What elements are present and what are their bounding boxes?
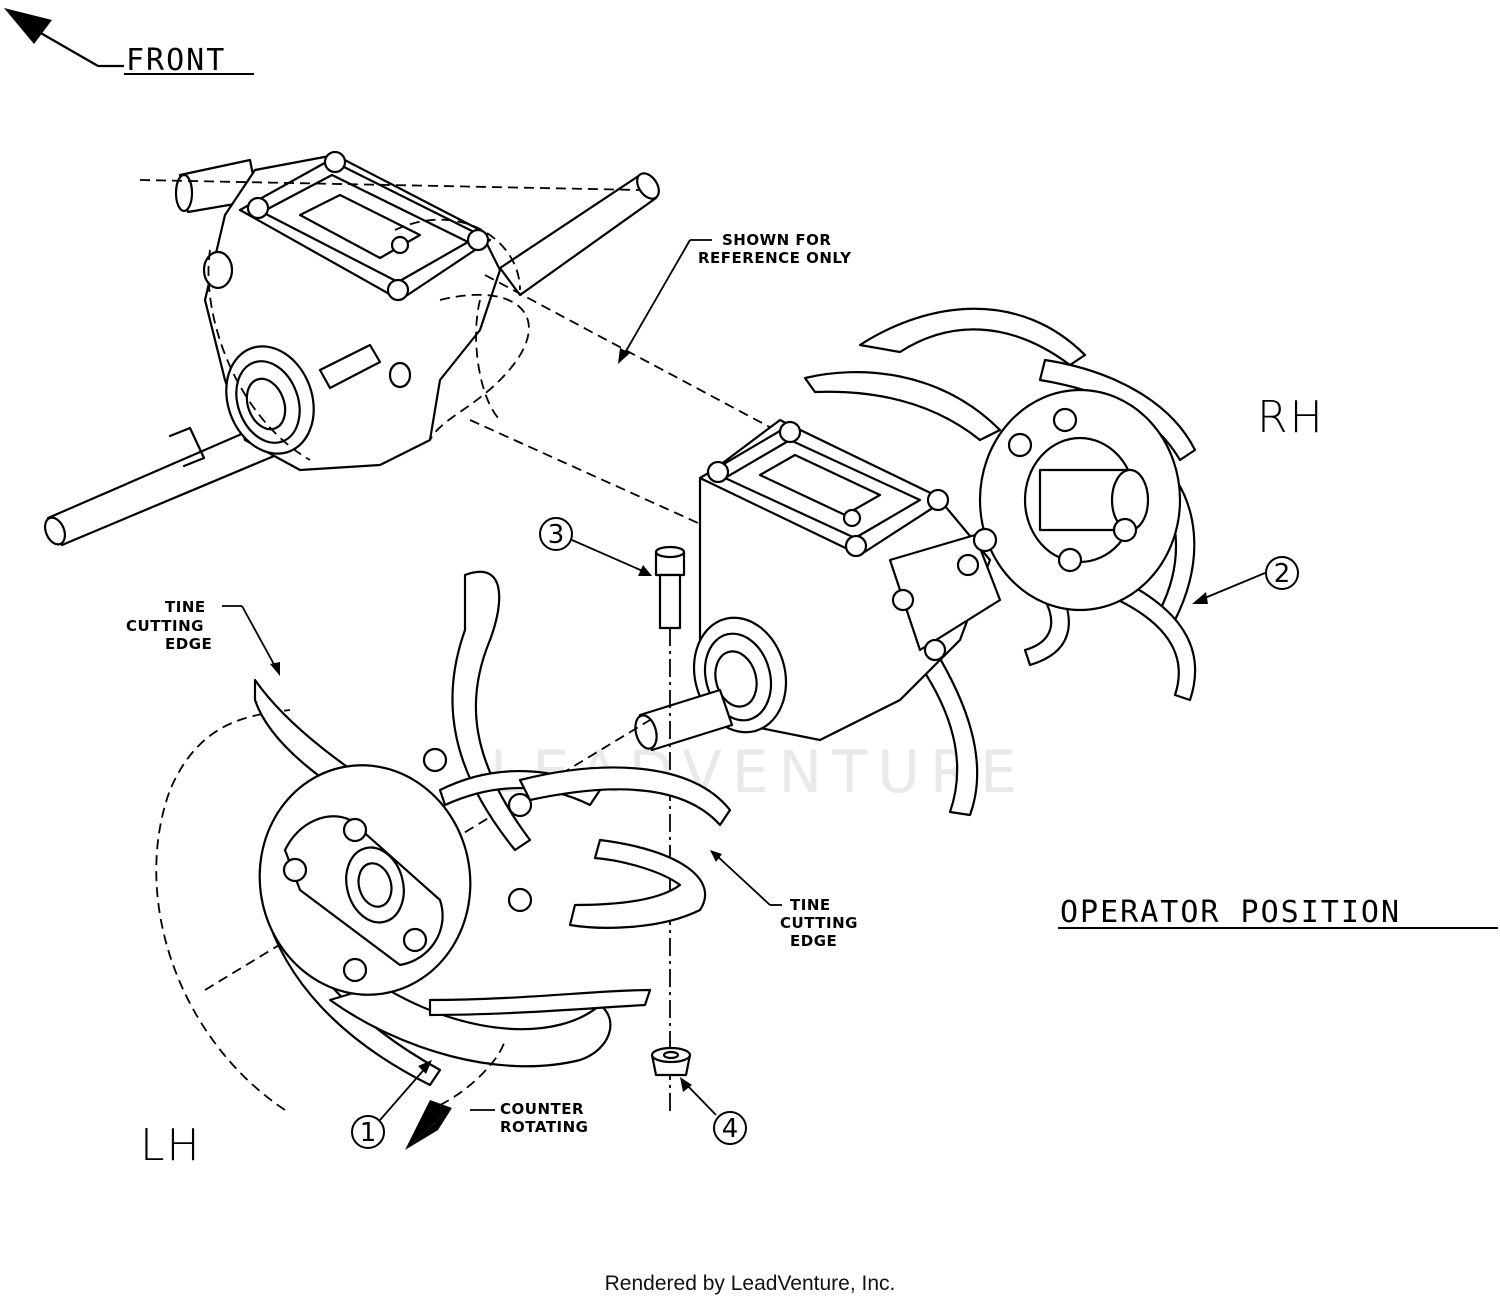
lh-label: LH (140, 1120, 202, 1171)
front-label: FRONT (126, 43, 226, 78)
reference-note-line1: SHOWN FOR (722, 231, 831, 249)
callout-2: 2 (1274, 559, 1291, 589)
tine-edge-left-line2: CUTTING (126, 617, 204, 635)
tine-edge-right-leader (710, 850, 782, 906)
callout-1: 1 (360, 1118, 377, 1148)
counter-rotating-line1: COUNTER (500, 1100, 584, 1118)
counter-rotating-line2: ROTATING (500, 1118, 589, 1136)
tine-edge-right-line3: EDGE (790, 932, 837, 950)
tine-edge-right-line2: CUTTING (780, 914, 858, 932)
operator-position-label: OPERATOR POSITION (1060, 895, 1401, 930)
nut-part-4 (650, 1046, 692, 1077)
tine-edge-left-line1: TINE (165, 598, 206, 616)
callout-1-leader (351, 1060, 432, 1149)
callout-4: 4 (722, 1114, 739, 1144)
reference-note-leader (618, 239, 712, 364)
callout-3: 3 (548, 520, 565, 550)
front-arrow (4, 8, 254, 75)
rh-tine-assembly (634, 307, 1197, 817)
callout-4-leader (680, 1077, 747, 1145)
tine-edge-left-line3: EDGE (165, 635, 212, 653)
callout-3-leader (539, 517, 652, 576)
reference-note-line2: REFERENCE ONLY (698, 249, 852, 267)
footer-credit: Rendered by LeadVenture, Inc. (604, 1272, 896, 1295)
tine-edge-right-line1: TINE (790, 896, 831, 914)
tine-edge-left-leader (222, 605, 280, 676)
lh-tine-assembly (155, 570, 732, 1111)
reference-transmission (43, 150, 660, 547)
rh-label: RH (1257, 392, 1325, 443)
counter-rotating-arrow (405, 1039, 506, 1150)
bolt-part-3 (654, 545, 686, 1115)
callout-2-leader (1192, 556, 1299, 604)
